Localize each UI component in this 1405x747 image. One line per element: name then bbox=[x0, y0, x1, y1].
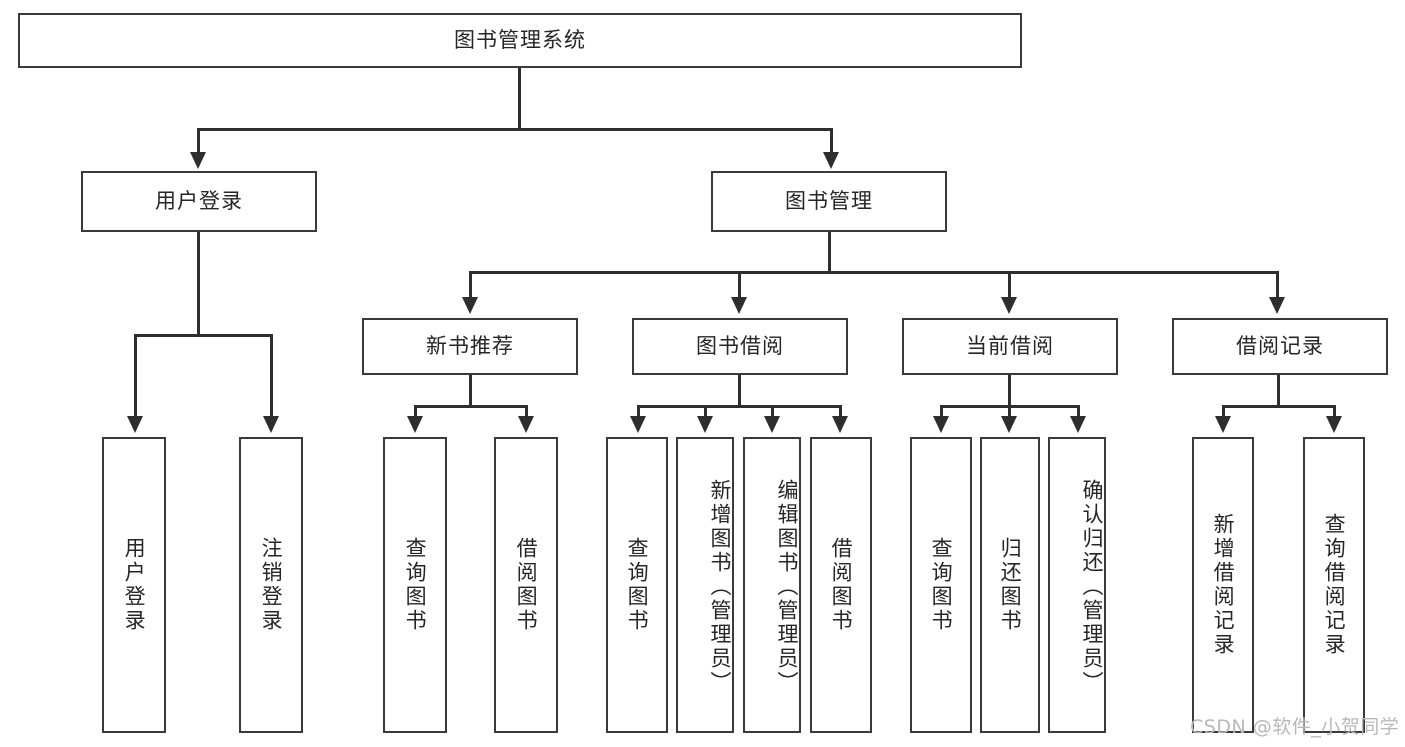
node-leaf-confirm-return-label: 确认归还（管理员） bbox=[1080, 479, 1104, 695]
connector-book-manage-trunk bbox=[828, 232, 831, 274]
connector-user-login-trunk bbox=[197, 232, 200, 337]
connector-user-login-to-leaf-logout bbox=[270, 334, 273, 418]
node-user-login[interactable]: 用户登录 bbox=[81, 171, 317, 232]
node-current-borrow[interactable]: 当前借阅 bbox=[902, 318, 1118, 375]
arrow-to-leaf-edit-book bbox=[764, 416, 780, 433]
arrow-to-new-book-rec bbox=[462, 297, 478, 314]
connector-borrow-record-bar bbox=[1222, 405, 1336, 408]
node-book-borrow-label: 图书借阅 bbox=[696, 333, 784, 358]
connector-borrow-record-trunk bbox=[1277, 375, 1280, 408]
arrow-to-leaf-add-book bbox=[697, 416, 713, 433]
node-leaf-borrow-book-1[interactable]: 借阅图书 bbox=[494, 437, 558, 733]
node-leaf-query-book-1-label: 查询图书 bbox=[403, 537, 428, 633]
connector-current-borrow-to-leaf-2 bbox=[1008, 405, 1011, 418]
node-leaf-query-book-2[interactable]: 查询图书 bbox=[606, 437, 668, 733]
arrow-to-leaf-query-book-3 bbox=[933, 416, 949, 433]
arrow-to-leaf-borrow-book-1 bbox=[518, 416, 534, 433]
connector-book-borrow-to-leaf-3 bbox=[771, 405, 774, 418]
node-leaf-query-record-label: 查询借阅记录 bbox=[1322, 513, 1347, 657]
connector-book-borrow-to-leaf-2 bbox=[704, 405, 707, 418]
node-leaf-query-book-2-label: 查询图书 bbox=[625, 537, 650, 633]
connector-borrow-record-to-leaf-2 bbox=[1333, 405, 1336, 418]
node-new-book-rec-label: 新书推荐 bbox=[426, 333, 514, 358]
arrow-to-leaf-borrow-book-2 bbox=[832, 416, 848, 433]
node-leaf-query-record[interactable]: 查询借阅记录 bbox=[1303, 437, 1365, 733]
arrow-to-leaf-logout bbox=[263, 416, 279, 433]
node-leaf-edit-book[interactable]: 编辑图书（管理员） bbox=[743, 437, 801, 733]
connector-new-book-rec-bar bbox=[414, 405, 528, 408]
node-leaf-query-book-3-label: 查询图书 bbox=[929, 537, 954, 633]
arrow-to-borrow-record bbox=[1269, 297, 1285, 314]
connector-root-trunk bbox=[518, 68, 521, 130]
arrow-to-current-borrow bbox=[1001, 297, 1017, 314]
connector-book-manage-bar bbox=[469, 271, 1279, 274]
connector-book-borrow-to-leaf-4 bbox=[839, 405, 842, 418]
node-leaf-query-book-1[interactable]: 查询图书 bbox=[383, 437, 447, 733]
node-leaf-return-book-label: 归还图书 bbox=[998, 537, 1023, 633]
connector-new-book-rec-to-leaf-1 bbox=[414, 405, 417, 418]
arrow-to-leaf-query-book-1 bbox=[407, 416, 423, 433]
arrow-to-leaf-add-record bbox=[1215, 416, 1231, 433]
arrow-root-to-user-login bbox=[190, 152, 206, 169]
connector-current-borrow-to-leaf-1 bbox=[940, 405, 943, 418]
arrow-to-leaf-query-book-2 bbox=[630, 416, 646, 433]
node-borrow-record-label: 借阅记录 bbox=[1236, 333, 1324, 358]
node-leaf-add-record[interactable]: 新增借阅记录 bbox=[1192, 437, 1254, 733]
connector-user-login-to-leaf-user-login bbox=[134, 334, 137, 418]
connector-book-borrow-trunk bbox=[738, 375, 741, 408]
node-leaf-add-book[interactable]: 新增图书（管理员） bbox=[676, 437, 734, 733]
arrow-to-leaf-query-record bbox=[1326, 416, 1342, 433]
node-root-label: 图书管理系统 bbox=[454, 27, 586, 52]
connector-book-manage-to-book-borrow bbox=[738, 271, 741, 299]
connector-current-borrow-trunk bbox=[1008, 375, 1011, 408]
arrow-to-leaf-user-login bbox=[127, 416, 143, 433]
node-leaf-confirm-return[interactable]: 确认归还（管理员） bbox=[1048, 437, 1106, 733]
connector-new-book-rec-to-leaf-2 bbox=[525, 405, 528, 418]
connector-root-to-book-manage bbox=[830, 128, 833, 154]
connector-borrow-record-to-leaf-1 bbox=[1222, 405, 1225, 418]
arrow-root-to-book-manage bbox=[823, 152, 839, 169]
node-new-book-rec[interactable]: 新书推荐 bbox=[362, 318, 578, 375]
arrow-to-book-borrow bbox=[731, 297, 747, 314]
connector-book-manage-to-borrow-record bbox=[1276, 271, 1279, 299]
node-current-borrow-label: 当前借阅 bbox=[966, 333, 1054, 358]
connector-book-manage-to-new-book-rec bbox=[469, 271, 472, 299]
connector-book-borrow-to-leaf-1 bbox=[637, 405, 640, 418]
node-book-manage-label: 图书管理 bbox=[785, 188, 873, 213]
node-leaf-user-login-label: 用户登录 bbox=[122, 537, 147, 633]
connector-current-borrow-to-leaf-3 bbox=[1077, 405, 1080, 418]
connector-root-to-user-login bbox=[197, 128, 200, 154]
node-root[interactable]: 图书管理系统 bbox=[18, 13, 1022, 68]
connector-new-book-rec-trunk bbox=[469, 375, 472, 408]
node-leaf-edit-book-label: 编辑图书（管理员） bbox=[775, 479, 799, 695]
node-book-borrow[interactable]: 图书借阅 bbox=[632, 318, 848, 375]
node-leaf-borrow-book-1-label: 借阅图书 bbox=[514, 537, 539, 633]
node-leaf-logout[interactable]: 注销登录 bbox=[239, 437, 303, 733]
node-leaf-user-login[interactable]: 用户登录 bbox=[102, 437, 166, 733]
node-leaf-query-book-3[interactable]: 查询图书 bbox=[910, 437, 972, 733]
csdn-watermark: CSDN @软件_小贺同学 bbox=[1190, 716, 1400, 738]
node-borrow-record[interactable]: 借阅记录 bbox=[1172, 318, 1388, 375]
connector-user-login-bar bbox=[134, 334, 273, 337]
connector-book-manage-to-current-borrow bbox=[1008, 271, 1011, 299]
node-leaf-borrow-book-2-label: 借阅图书 bbox=[829, 537, 854, 633]
connector-root-bar bbox=[197, 128, 833, 131]
node-user-login-label: 用户登录 bbox=[155, 188, 243, 213]
node-leaf-add-record-label: 新增借阅记录 bbox=[1211, 513, 1236, 657]
node-leaf-add-book-label: 新增图书（管理员） bbox=[708, 479, 732, 695]
arrow-to-leaf-return-book bbox=[1001, 416, 1017, 433]
node-book-manage[interactable]: 图书管理 bbox=[711, 171, 947, 232]
arrow-to-leaf-confirm-return bbox=[1070, 416, 1086, 433]
node-leaf-borrow-book-2[interactable]: 借阅图书 bbox=[810, 437, 872, 733]
node-leaf-return-book[interactable]: 归还图书 bbox=[980, 437, 1040, 733]
connector-book-borrow-bar bbox=[637, 405, 842, 408]
node-leaf-logout-label: 注销登录 bbox=[259, 537, 284, 633]
